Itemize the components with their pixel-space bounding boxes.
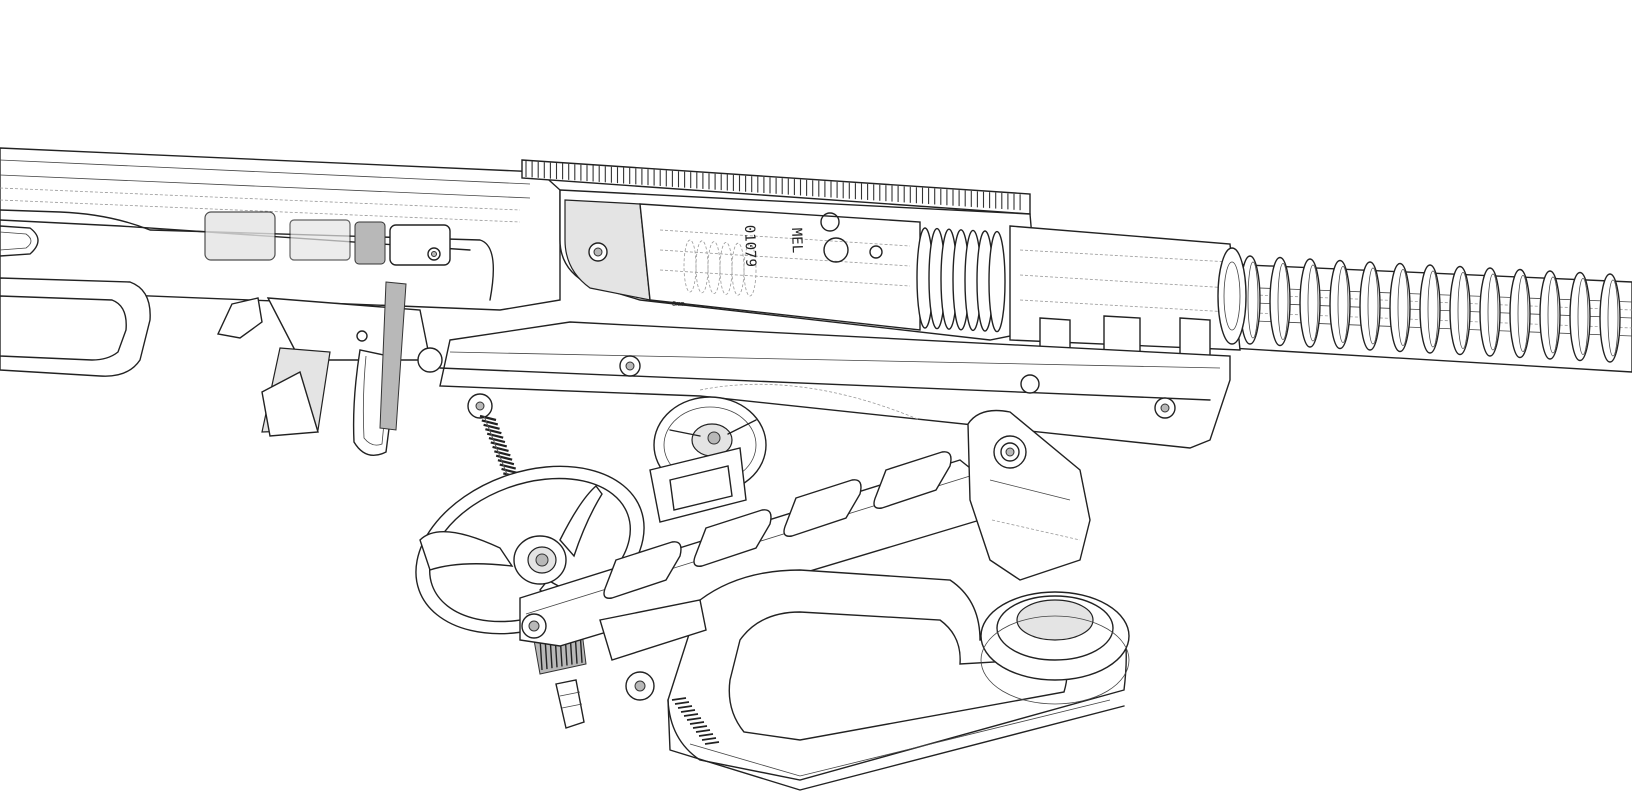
barrel-cooling-rings [1239,255,1621,363]
screw-thread [485,428,502,435]
stock-tube [0,147,561,377]
cooling-ring-inner [1607,279,1619,357]
screw-thread [483,423,500,430]
cooling-ring [1329,259,1351,350]
cooling-ring [1599,273,1621,363]
cooling-ring-inner [1367,267,1379,345]
rail-teeth [525,161,1021,211]
cooling-ring [1569,271,1591,362]
cooling-ring [1389,262,1411,353]
cooling-ring [1359,261,1381,351]
serial-engraving: 01079 [741,225,758,268]
screw-thread [495,454,513,461]
picatinny-rail [521,159,1031,215]
screw-thread [490,441,508,448]
trigger-group [216,281,443,456]
grip-tooth [686,717,702,721]
cooling-ring [1539,270,1561,360]
screw-thread [481,419,499,426]
screw-thread [479,414,497,422]
receiver-body: 01079 MEL 8mm [559,189,1247,357]
cooling-ring-inner [1577,278,1589,355]
grip-tooth [695,729,711,733]
grip-tooth [704,741,720,745]
cooling-ring [1479,267,1501,357]
barrel-assembly [1179,255,1632,373]
caliber-engraving: 8mm [672,300,685,308]
spring-coil [743,243,757,297]
grip-tooth [701,737,717,741]
cooling-ring-inner [1517,275,1529,352]
base-frame [599,569,1130,791]
cooling-ring-inner [1247,261,1259,339]
manufacturer-logo [820,212,883,263]
screw-thread [488,437,506,444]
screw-thread [497,459,515,466]
grip-tooth [680,709,696,713]
cooling-ring-inner [1307,264,1319,342]
screw-thread [499,463,516,470]
cooling-ring [1419,264,1441,354]
grip-tooth [671,697,687,701]
screw-thread [492,445,509,452]
cooling-ring-inner [1547,276,1559,354]
grip-tooth [689,721,705,725]
screw-thread [486,432,504,439]
bolt-spring [683,239,757,297]
cooling-ring-inner [1337,266,1349,343]
grip-tooth [674,701,690,705]
cooling-ring-inner [1427,270,1439,348]
screw-thread [494,450,511,457]
grip-tooth [698,733,714,737]
recoil-coil [988,230,1006,333]
cooling-ring-inner [1487,273,1499,351]
cooling-ring-inner [1397,269,1409,346]
cooling-ring-inner [1277,263,1289,340]
grip-tooth [683,713,699,717]
recoil-spring-coils [916,227,1006,333]
pivot-post [967,409,1091,581]
cooling-ring-inner [1457,272,1469,349]
frame-grip-teeth [671,697,720,745]
mount-plate [439,321,1231,449]
grip-tooth [677,705,693,709]
cooling-ring [1509,268,1531,359]
cooling-ring [1269,256,1291,347]
grip-tooth [692,725,708,729]
cooling-ring [1449,265,1471,356]
brand-engraving: MEL [788,228,805,254]
cooling-ring [1299,258,1321,348]
